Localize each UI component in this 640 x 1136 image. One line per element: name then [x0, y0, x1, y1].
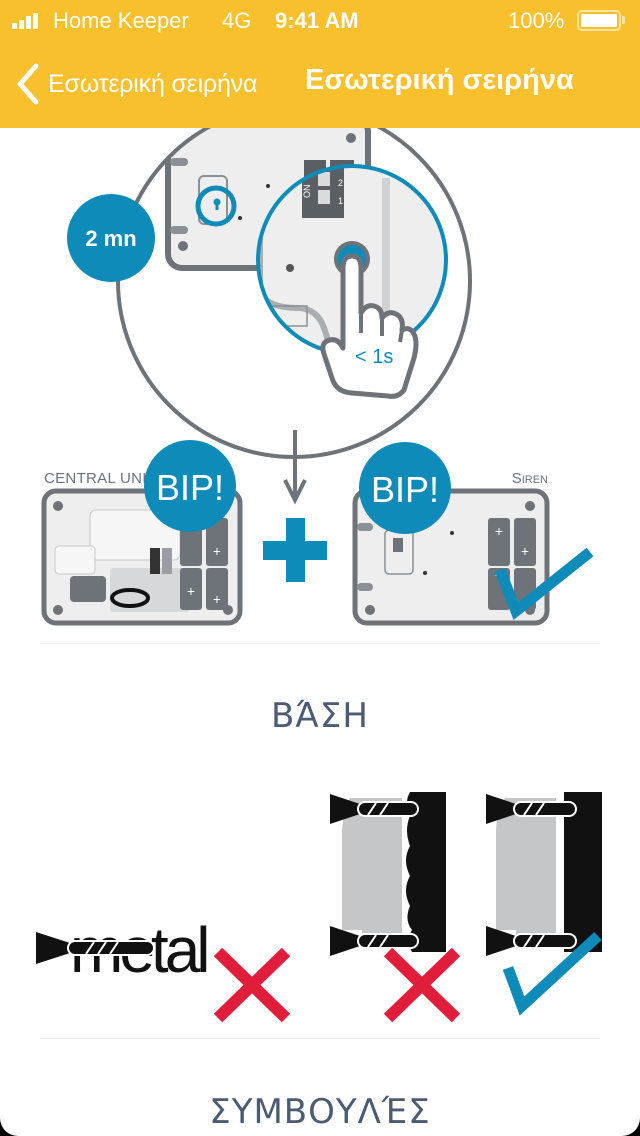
screw-icon [486, 926, 577, 956]
divider [40, 643, 600, 644]
timer-badge: 2 mn [67, 194, 155, 282]
battery-cap [622, 16, 625, 24]
back-button[interactable]: Εσωτερική σειρήνα [12, 60, 257, 108]
screw-icon [486, 794, 577, 824]
signal-icon [12, 13, 38, 29]
central-unit-label: Central unit [44, 470, 156, 487]
checkmark-icon [494, 547, 594, 620]
checkmark-icon [502, 931, 602, 1016]
divider [40, 1038, 600, 1039]
timer-label: 2 mn [85, 226, 136, 251]
section-title-tips: ΣΥΜΒΟΥΛΈΣ [209, 1092, 431, 1132]
screw-icon [330, 926, 419, 956]
hand-press-icon: < 1s [320, 253, 419, 399]
top-bar: Home Keeper 4G 9:41 AM 100% Εσωτερική σε… [0, 0, 640, 128]
arrow-down-icon [283, 430, 307, 505]
plus-icon [263, 518, 327, 582]
press-duration: < 1s [355, 346, 393, 368]
screw-icon [36, 932, 155, 964]
svg-text:+: + [521, 543, 529, 559]
svg-text:+: + [213, 543, 221, 559]
navigation-bar: Εσωτερική σειρήνα Εσωτερική σειρήνα [0, 40, 640, 128]
svg-text:2: 2 [338, 178, 343, 188]
status-time: 9:41 AM [275, 8, 359, 33]
chevron-left-icon [17, 63, 39, 105]
battery-percent: 100% [508, 8, 565, 33]
central-beep-label: BIP! [156, 467, 224, 508]
page-title: Εσωτερική σειρήνα [305, 64, 574, 96]
carrier-name: Home Keeper [53, 8, 189, 33]
cross-icon [213, 947, 291, 1023]
mounting-illustration: metal [36, 792, 602, 1023]
uneven-surface-option [330, 792, 461, 1023]
section-title-base: ΒΆΣΗ [271, 696, 369, 736]
back-label: Εσωτερική σειρήνα [48, 69, 258, 98]
pairing-illustration: ON 2 1 < 1s 2 mn Cen [41, 128, 594, 626]
cross-icon [383, 947, 461, 1023]
svg-text:+: + [495, 523, 503, 539]
svg-text:+: + [213, 591, 221, 607]
siren-beep-label: BIP! [371, 469, 439, 510]
svg-text:ON: ON [302, 185, 312, 199]
network-type: 4G [222, 8, 252, 33]
svg-text:+: + [187, 583, 195, 599]
svg-text:1: 1 [338, 196, 343, 206]
battery-icon [577, 10, 621, 31]
siren-beep-badge: BIP! [359, 442, 451, 534]
screw-icon [330, 794, 419, 824]
flat-surface-option [486, 792, 602, 1016]
status-bar: Home Keeper 4G 9:41 AM 100% [0, 0, 640, 40]
central-beep-badge: BIP! [144, 440, 236, 532]
siren-label: Siren [512, 470, 548, 487]
metal-surface-option: metal [36, 914, 291, 1023]
